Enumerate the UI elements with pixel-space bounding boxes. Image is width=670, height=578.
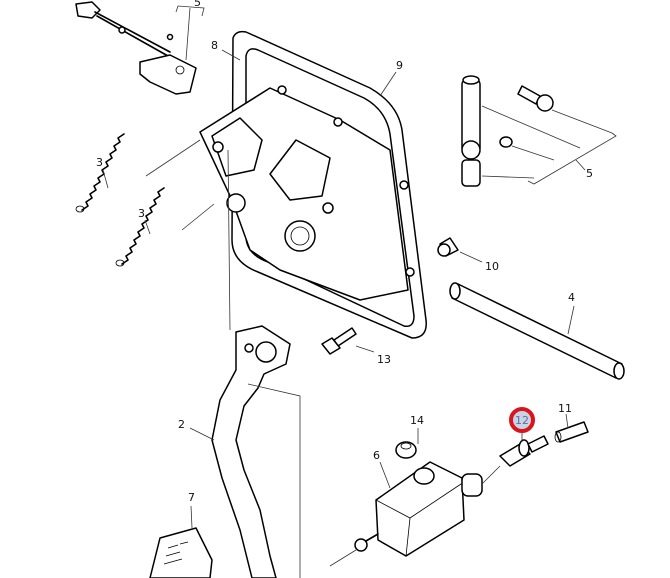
svg-text:12: 12 xyxy=(515,414,529,427)
pedal-pad-part[interactable] xyxy=(149,527,213,578)
callout-14[interactable]: 14 xyxy=(410,414,424,427)
callout-3[interactable]: 3 xyxy=(96,156,103,169)
callout-7[interactable]: 7 xyxy=(188,491,195,504)
callout-10[interactable]: 10 xyxy=(485,260,499,273)
callout-6[interactable]: 6 xyxy=(373,449,380,462)
return-spring-part[interactable] xyxy=(115,187,165,267)
bushing-part[interactable] xyxy=(437,237,459,257)
callout-4[interactable]: 4 xyxy=(568,291,575,304)
callout-12-highlighted[interactable]: 12 xyxy=(509,407,535,433)
callout-5[interactable]: 5 xyxy=(586,167,593,180)
hose-fitting-part[interactable] xyxy=(499,435,549,467)
pedal-arm-part[interactable] xyxy=(211,325,291,578)
master-cylinder-part[interactable] xyxy=(354,461,483,557)
callout-11[interactable]: 11 xyxy=(558,402,572,415)
reservoir-cap-part[interactable] xyxy=(395,441,417,459)
callout-8[interactable]: 8 xyxy=(211,39,218,52)
bolt-13-part[interactable] xyxy=(321,327,357,355)
callout-3[interactable]: 3 xyxy=(138,207,145,220)
callout-5[interactable]: 5 xyxy=(194,0,201,9)
bolt-part[interactable] xyxy=(517,85,554,112)
pivot-pin-part[interactable] xyxy=(461,75,481,187)
cable-switch-part[interactable] xyxy=(75,1,197,95)
callout-2[interactable]: 2 xyxy=(178,418,185,431)
pedal-shaft-part[interactable] xyxy=(449,282,625,380)
cap-part[interactable] xyxy=(499,136,513,148)
hose-part[interactable] xyxy=(554,421,589,443)
return-spring-part[interactable] xyxy=(75,133,125,213)
callout-9[interactable]: 9 xyxy=(396,59,403,72)
callout-13[interactable]: 13 xyxy=(377,353,391,366)
pedal-box-part[interactable] xyxy=(199,85,415,301)
